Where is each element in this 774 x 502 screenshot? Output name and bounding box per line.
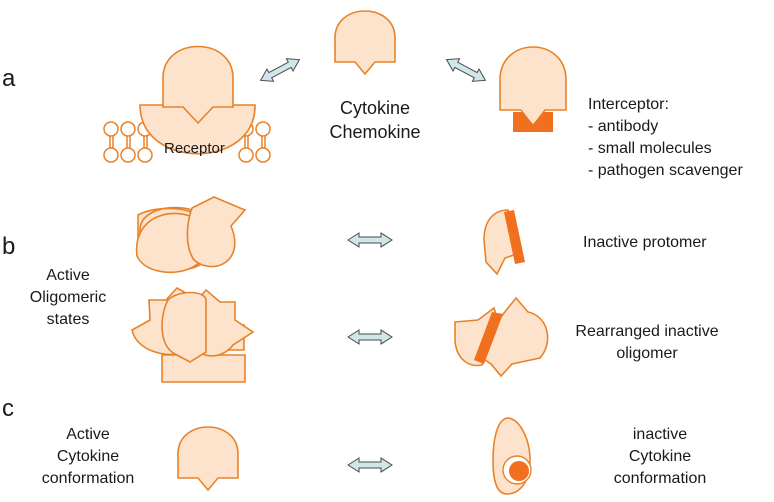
- interceptor-item-antibody: - antibody: [588, 118, 659, 135]
- panel-letter-c: c: [2, 395, 14, 422]
- interceptor-item-small-molecules: - small molecules: [588, 140, 712, 157]
- rearranged-line1: Rearranged inactive: [575, 323, 719, 340]
- double-arrow-protomer: [347, 232, 393, 248]
- active-conformation-label: Active Cytokine conformation: [28, 424, 148, 490]
- inactive-conformation-line1: inactive: [632, 426, 688, 443]
- protomer-inhibitor-bar: [504, 210, 525, 264]
- active-oligomeric-line1: Active: [46, 267, 90, 284]
- active-conformation-line1: Active: [66, 426, 110, 443]
- active-dimer-detail: [135, 196, 247, 274]
- inactive-protomer-shape: [483, 209, 515, 276]
- intercepted-cytokine-shape: [499, 46, 567, 128]
- inactive-conformation-label: inactive Cytokine conformation: [600, 424, 720, 490]
- rearranged-oligomer-right: [480, 296, 549, 378]
- interceptor-title: Interceptor:: [588, 96, 669, 113]
- oligomer-inhibitor-bar: [474, 312, 503, 364]
- panel-letter-a: a: [2, 65, 16, 92]
- interceptor-item-pathogen-scavenger: - pathogen scavenger: [588, 162, 743, 179]
- interceptor-list: Interceptor: - antibody - small molecule…: [588, 94, 743, 182]
- receptor-label: Receptor: [164, 140, 225, 157]
- interceptor-block: [513, 112, 553, 132]
- inactive-conformation-shape: [492, 417, 532, 495]
- active-conformation-line3: conformation: [41, 470, 135, 487]
- double-arrow-conformation: [347, 457, 393, 473]
- double-arrow-interceptor: [442, 52, 490, 88]
- rearranged-oligomer-label: Rearranged inactive oligomer: [562, 321, 732, 365]
- inactive-conformation-line2: Cytokine: [628, 448, 692, 465]
- cytokine-label-line1: Cytokine: [339, 98, 411, 118]
- cytokine-label: Cytokine Chemokine: [320, 96, 430, 144]
- free-cytokine-shape: [334, 10, 396, 75]
- bound-cytokine-shape: [162, 45, 234, 125]
- panel-letter-b: b: [2, 233, 16, 260]
- active-oligomeric-label: Active Oligomeric states: [28, 265, 108, 331]
- cytokine-label-line2: Chemokine: [329, 122, 421, 142]
- inactive-conformation-line3: conformation: [613, 470, 707, 487]
- double-arrow-oligomer: [347, 329, 393, 345]
- active-oligomeric-line2: Oligomeric: [29, 289, 107, 306]
- active-tetramer: [131, 286, 255, 383]
- active-conformation-line2: Cytokine: [56, 448, 120, 465]
- active-conformation-shape: [177, 426, 239, 491]
- double-arrow-receptor: [256, 52, 304, 88]
- inactive-protomer-label: Inactive protomer: [583, 234, 707, 251]
- receptor-shape: [139, 104, 256, 155]
- rearranged-line2: oligomer: [616, 345, 678, 362]
- active-oligomeric-line3: states: [46, 311, 90, 328]
